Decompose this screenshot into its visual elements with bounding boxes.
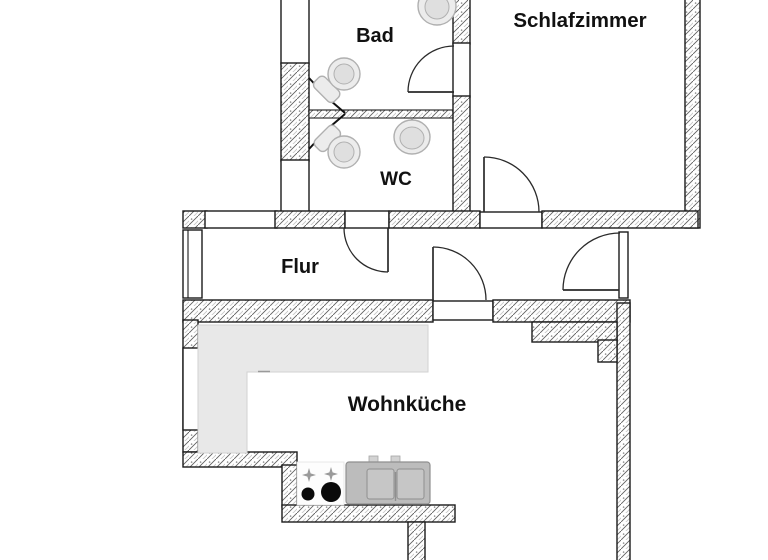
hob-burner-small [301, 487, 315, 501]
wc-door-threshold [344, 210, 390, 229]
wall-kitchen-bottom [281, 504, 456, 523]
wall-flur-top-3 [388, 210, 481, 229]
kitchen-door-arc [432, 246, 487, 301]
kitchen-door-threshold [432, 300, 494, 321]
wall-schlafzimmer-right [684, 0, 701, 229]
flur-left-opening [182, 229, 203, 299]
hob-spark-2 [324, 467, 338, 481]
wall-left-column [280, 62, 310, 162]
wall-kitchen-step-a [531, 321, 618, 343]
kitchen-door [432, 246, 487, 301]
label-flur: Flur [281, 256, 319, 278]
wc-door-arc [343, 227, 389, 273]
kitchen-elements [197, 324, 431, 506]
doors [343, 45, 621, 301]
wall-bad-right-bottom [452, 95, 471, 213]
bad-door [407, 45, 455, 93]
fixtures [308, 0, 457, 169]
room-labels: Bad Schlafzimmer WC Flur Wohnküche [281, 9, 647, 416]
wall-stub-below [407, 521, 426, 560]
bad-toilet-icon [308, 57, 361, 114]
schlafzimmer-door-threshold [479, 211, 543, 229]
wall-schlafzimmer-bottom [541, 210, 699, 229]
label-wohnkueche: Wohnküche [348, 393, 467, 416]
hob-icon [296, 461, 345, 506]
entrance-door-frame [618, 231, 629, 299]
label-bad: Bad [356, 25, 394, 47]
wall-flur-top-2 [274, 210, 346, 229]
entrance-door-arc [562, 232, 621, 291]
hob-spark-1 [302, 468, 316, 482]
entrance-door [562, 232, 621, 291]
kitchen-counter [197, 324, 429, 454]
wc-door [343, 227, 389, 273]
label-wc: WC [380, 169, 412, 190]
wall-flur-bottom-1 [182, 299, 434, 323]
wall-shaft-top [280, 0, 310, 65]
wall-kitchen-step-vertical [281, 464, 298, 508]
wall-shaft-bottom [280, 159, 310, 213]
label-schlafzimmer: Schlafzimmer [513, 9, 646, 32]
hob-burner-large [321, 482, 341, 502]
wall-bad-wc-divider [308, 109, 454, 119]
wall-flur-bottom-2 [492, 299, 631, 323]
wall-kitchen-step-b [597, 339, 618, 363]
bad-washbasin-icon [417, 0, 457, 26]
flur-window [204, 210, 278, 229]
walls [182, 0, 701, 560]
schlafzimmer-door [483, 156, 540, 213]
schlafzimmer-door-arc [483, 156, 540, 213]
bad-door-arc [407, 45, 455, 93]
wall-kitchen-bottomleft [182, 451, 298, 468]
wall-flur-top-1 [182, 210, 208, 229]
kitchen-window [182, 347, 201, 431]
sink-icon [345, 455, 431, 505]
wall-kitchen-right [616, 302, 631, 560]
wc-toilet-icon [308, 113, 361, 169]
wc-washbasin-icon [393, 119, 431, 155]
bad-door-threshold [452, 42, 471, 98]
